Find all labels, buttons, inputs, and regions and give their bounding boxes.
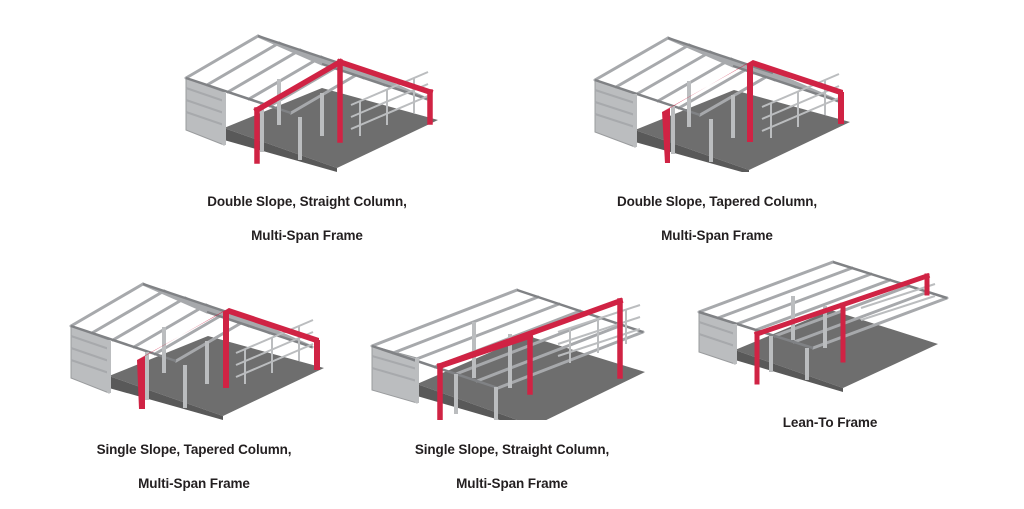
- roof-purlins-single-slope: [697, 260, 949, 350]
- caption-line-1: Single Slope, Straight Column,: [414, 442, 610, 457]
- side-wall-girts: [761, 73, 840, 138]
- side-wall-girts: [557, 304, 641, 363]
- highlighted-frame-straight-column: [436, 297, 624, 420]
- caption-double-slope-straight-column: Double Slope, Straight Column, Multi-Spa…: [207, 176, 407, 261]
- caption-line-2: Multi-Span Frame: [251, 228, 363, 243]
- illustration-double-slope-tapered-column: [593, 36, 850, 172]
- caption-line-1: Single Slope, Tapered Column,: [96, 442, 292, 457]
- figure-double-slope-tapered-column: Double Slope, Tapered Column, Multi-Span…: [512, 0, 922, 261]
- rear-wall-frame: [698, 311, 736, 365]
- figure-lean-to-frame: Lean-To Frame: [671, 248, 989, 465]
- illustration-single-slope-tapered-column: [69, 282, 324, 420]
- figure-row-bottom: Single Slope, Tapered Column, Multi-Span…: [0, 248, 1024, 507]
- interior-columns: [633, 81, 735, 162]
- figure-single-slope-straight-column: Single Slope, Straight Column, Multi-Spa…: [353, 248, 671, 509]
- figure-double-slope-straight-column: Double Slope, Straight Column, Multi-Spa…: [102, 0, 512, 261]
- figure-row-top: Double Slope, Straight Column, Multi-Spa…: [0, 0, 1024, 248]
- illustration-lean-to-frame: [697, 260, 949, 392]
- slab: [735, 310, 938, 392]
- rear-wall-frame: [594, 79, 636, 148]
- figure-single-slope-tapered-column: Single Slope, Tapered Column, Multi-Span…: [35, 248, 353, 509]
- caption-line-1: Double Slope, Tapered Column,: [616, 194, 818, 209]
- caption-line-2: Multi-Span Frame: [138, 476, 250, 491]
- caption-line-1: Lean-To Frame: [782, 415, 878, 430]
- caption-line-2: Multi-Span Frame: [661, 228, 773, 243]
- highlighted-frame-straight-column: [253, 58, 434, 164]
- caption-double-slope-tapered-column: Double Slope, Tapered Column, Multi-Span…: [617, 176, 817, 261]
- highlighted-frame-tapered-column: [662, 60, 844, 163]
- illustration-single-slope-straight-column: [370, 288, 645, 420]
- rear-wall-frame: [70, 325, 110, 394]
- interior-columns: [107, 327, 209, 408]
- interior-columns: [222, 79, 324, 160]
- illustration-double-slope-straight-column: [184, 34, 438, 172]
- caption-line-2: Multi-Span Frame: [456, 476, 568, 491]
- side-wall-girts: [860, 283, 936, 321]
- caption-lean-to-frame: Lean-To Frame: [782, 397, 878, 465]
- caption-single-slope-tapered-column: Single Slope, Tapered Column, Multi-Span…: [97, 424, 292, 509]
- caption-single-slope-straight-column: Single Slope, Straight Column, Multi-Spa…: [415, 424, 609, 509]
- highlighted-lean-to-frame: [753, 272, 931, 385]
- caption-line-1: Double Slope, Straight Column,: [207, 194, 407, 209]
- highlighted-frame-tapered-column: [137, 308, 320, 409]
